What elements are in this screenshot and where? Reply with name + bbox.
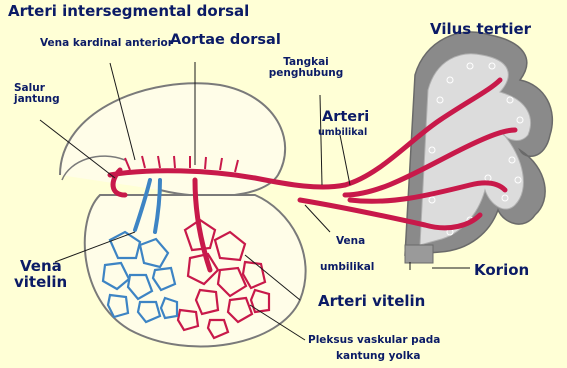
chorion-plate [405,245,433,263]
label-korion: Korion [474,263,529,279]
label-arteri-umbilikal-line2: umbilikal [318,128,367,138]
label-vena-umbilikal-line2: umbilikal [320,262,374,273]
label-aortae-dorsal: Aortae dorsal [170,33,230,48]
label-pleksus-line2: kantung yolka [336,351,420,362]
label-vena-vitelin-line2: vitelin [14,275,67,291]
label-arteri-umbilikal-line1: Arteri [322,110,369,125]
label-tangkai-penghubung: Tangkai penghubung [268,57,344,79]
label-vena-kardinal-anterior: Vena kardinal anterior [40,38,158,49]
diagram-title: Arteri intersegmental dorsal [8,4,249,20]
label-vena-umbilikal-line1: Vena [336,236,365,247]
label-vilus-tertier: Vilus tertier [430,22,531,38]
label-salur-jantung: Salur jantung [14,83,60,105]
label-arteri-vitelin: Arteri vitelin [318,294,425,310]
label-pleksus-line1: Pleksus vaskular pada [308,335,440,346]
